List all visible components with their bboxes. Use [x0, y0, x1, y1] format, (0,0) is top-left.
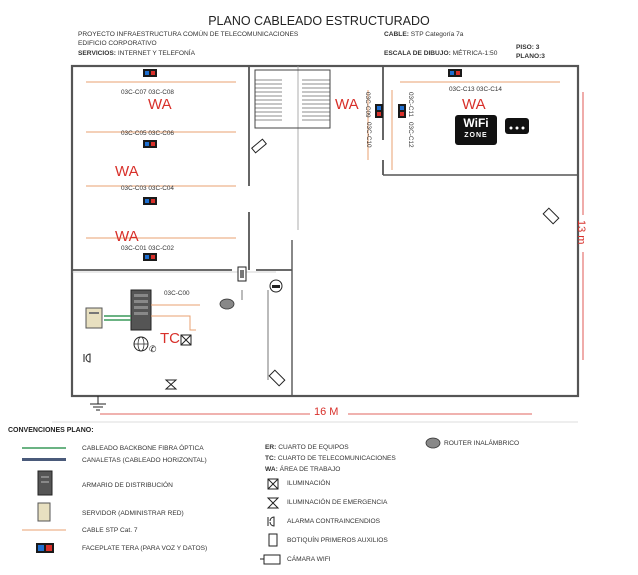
- legend-tc: TC: CUARTO DE TELECOMUNICACIONES: [265, 455, 396, 462]
- cable-label: CABLE:: [384, 31, 409, 38]
- emergency-light-icon: [164, 379, 178, 390]
- wifi-camera-icon: [268, 369, 286, 387]
- work-area-label: WA: [462, 96, 486, 113]
- building-name: EDIFICIO CORPORATIVO: [78, 40, 157, 47]
- outlet-label-vertical: 03C-C11: [407, 92, 414, 118]
- outlet-label-vertical: 03C-C10: [365, 122, 372, 148]
- legend-wa: WA: ÁREA DE TRABAJO: [265, 466, 340, 473]
- telecom-room-label: TC: [160, 330, 180, 347]
- scale-info: ESCALA DE DIBUJO: MÉTRICA-1:50: [384, 50, 497, 57]
- scale-value: MÉTRICA-1:50: [452, 50, 498, 57]
- lighting-icon: [180, 334, 192, 346]
- legend-item: SERVIDOR (ADMINISTRAR RED): [82, 510, 184, 517]
- outlet-label: 03C-C05 03C-C06: [121, 130, 174, 137]
- outlet-label-vertical: 03C-C09: [364, 92, 371, 118]
- services-value: INTERNET Y TELEFONÍA: [117, 50, 196, 57]
- outer-wall: [70, 64, 580, 398]
- legend-item: CABLE STP Cat. 7: [82, 527, 138, 534]
- faceplate-icon: [398, 104, 406, 118]
- legend-item: ILUMINACIÓN DE EMERGENCIA: [287, 499, 388, 506]
- legend-wa-label: WA:: [265, 466, 278, 473]
- legend-item: BOTIQUÍN PRIMEROS AUXILIOS: [287, 537, 388, 544]
- globe-icon: [133, 336, 149, 352]
- work-area-label: WA: [115, 163, 139, 180]
- wifi-zone-sign: [455, 115, 497, 145]
- wifi-camera-icon: [542, 207, 560, 225]
- legend-er-label: ER:: [265, 444, 277, 451]
- wifi-camera-icon: [251, 138, 267, 154]
- outlet-label: 03C-C03 03C-C04: [121, 185, 174, 192]
- router-icon: [505, 118, 529, 134]
- first-aid-icon: [269, 279, 283, 293]
- fire-alarm-icon: [83, 353, 91, 363]
- legend-er-value: CUARTO DE EQUIPOS: [278, 444, 349, 451]
- cable-info: CABLE: STP Categoría 7a: [384, 31, 463, 38]
- legend-item: ALARMA CONTRAINCENDIOS: [287, 518, 381, 525]
- fire-extinguisher-icon: [237, 266, 247, 282]
- legend-item: FACEPLATE TERA (PARA VOZ Y DATOS): [82, 545, 208, 552]
- phone-icon: ✆: [149, 344, 157, 354]
- legend-router: ROUTER INALÁMBRICO: [444, 440, 520, 447]
- plan-number: PLANO:3: [516, 53, 545, 60]
- legend-item: ARMARIO DE DISTRIBUCIÓN: [82, 482, 173, 489]
- work-area-label: WA: [115, 228, 139, 245]
- work-area-label: WA: [335, 96, 359, 113]
- legend-first-aid-icon: [268, 533, 278, 547]
- outlet-label: 03C-C01 03C-C02: [121, 245, 174, 252]
- legend-lighting-icon: [267, 478, 279, 490]
- scale-label: ESCALA DE DIBUJO:: [384, 50, 451, 57]
- outlet-label: 03C-C07 03C-C08: [121, 89, 174, 96]
- distribution-rack-icon: [130, 289, 152, 331]
- floor-number: PISO: 3: [516, 44, 540, 51]
- services-label: SERVICIOS:: [78, 50, 116, 57]
- faceplate-icon: [143, 140, 157, 148]
- project-name: PROYECTO INFRAESTRUCTURA COMÚN DE TELECO…: [78, 31, 299, 38]
- stp-cable-runs: [86, 81, 560, 239]
- legend-rack-icon: [37, 470, 53, 496]
- legend-tc-label: TC:: [265, 455, 276, 462]
- services-info: SERVICIOS: INTERNET Y TELEFONÍA: [78, 50, 195, 57]
- legend-canaleta-symbol: [22, 458, 66, 461]
- legend-server-icon: [37, 502, 51, 522]
- width-dimension: 16 M: [314, 406, 339, 418]
- legend-router-icon: [425, 437, 441, 449]
- page-title: PLANO CABLEADO ESTRUCTURADO: [208, 14, 430, 28]
- legend-fire-alarm-icon: [267, 516, 275, 527]
- legend-wifi-camera-icon: [260, 554, 281, 565]
- height-dimension: 13 m: [575, 220, 587, 245]
- outlet-label: 03C-C13 03C-C14: [449, 86, 502, 93]
- outlet-label: 03C-C00: [164, 290, 190, 297]
- faceplate-icon: [143, 197, 157, 205]
- cable-value: STP Categoría 7a: [410, 31, 464, 38]
- ground-icon: [90, 396, 106, 411]
- legend-wa-value: ÁREA DE TRABAJO: [279, 466, 341, 473]
- server-icon: [85, 307, 103, 329]
- faceplate-icon: [143, 253, 157, 261]
- legend-item: ILUMINACIÓN: [287, 480, 331, 487]
- work-area-label: WA: [148, 96, 172, 113]
- legend-item: CABLEADO BACKBONE FIBRA ÓPTICA: [82, 445, 204, 452]
- legend-item: CANALETAS (CABLEADO HORIZONTAL): [82, 457, 207, 464]
- faceplate-icon: [143, 69, 157, 77]
- faceplate-icon: [375, 104, 383, 118]
- cable-tc: [151, 304, 200, 331]
- legend-er: ER: CUARTO DE EQUIPOS: [265, 444, 349, 451]
- faceplate-icon: [448, 69, 462, 77]
- router-icon: [219, 298, 235, 310]
- staircase: [254, 69, 331, 129]
- legend-title: CONVENCIONES PLANO:: [8, 427, 94, 434]
- legend-emergency-light-icon: [266, 497, 280, 509]
- legend-faceplate-icon: [36, 543, 54, 553]
- fiber-backbone: [104, 315, 131, 321]
- wifi-sign-subtext: ZONE: [464, 132, 488, 139]
- wifi-sign-text: WiFi: [463, 116, 489, 130]
- legend-tc-value: CUARTO DE TELECOMUNICACIONES: [277, 455, 396, 462]
- outlet-label-vertical: 03C-C12: [407, 122, 414, 148]
- legend-item: CÁMARA WIFI: [287, 556, 331, 563]
